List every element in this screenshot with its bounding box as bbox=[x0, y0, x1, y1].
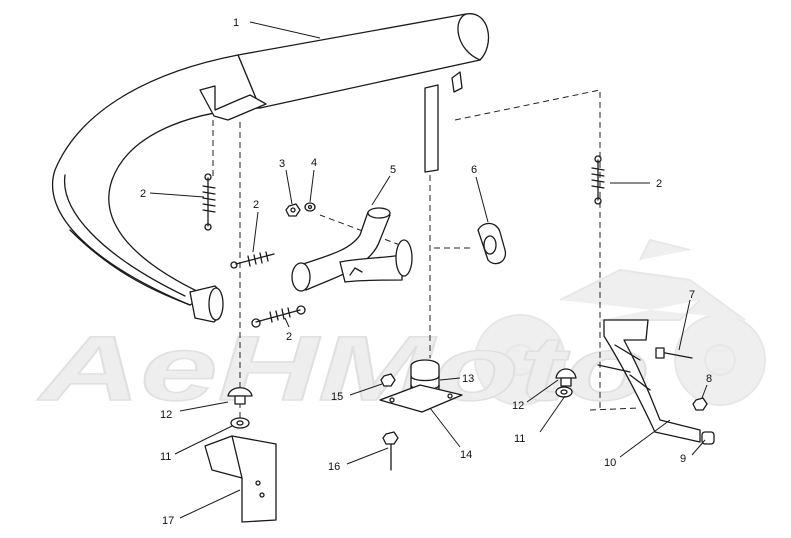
spring-right bbox=[591, 155, 605, 205]
bracket-right bbox=[597, 319, 701, 443]
spring-lower bbox=[251, 305, 306, 328]
callout-13: 13 bbox=[462, 373, 474, 385]
callout-2: 2 bbox=[286, 331, 292, 343]
callout-8: 8 bbox=[706, 373, 712, 385]
callout-10: 10 bbox=[604, 457, 616, 469]
watermark-motorcycle-icon bbox=[474, 238, 766, 406]
washer-right bbox=[555, 386, 573, 398]
callout-4: 4 bbox=[311, 157, 317, 169]
callout-3: 3 bbox=[279, 158, 285, 170]
callout-6: 6 bbox=[471, 164, 477, 176]
callout-15: 15 bbox=[331, 391, 343, 403]
callout-11: 11 bbox=[514, 433, 525, 445]
assembly-lines bbox=[212, 89, 641, 420]
callout-1: 1 bbox=[233, 17, 239, 29]
callout-2: 2 bbox=[656, 178, 662, 190]
washer-left bbox=[230, 417, 250, 429]
callout-9: 9 bbox=[680, 453, 686, 465]
gasket bbox=[477, 222, 507, 265]
callout-14: 14 bbox=[460, 449, 472, 461]
leader-lines bbox=[149, 21, 708, 519]
watermark-text: AeHMoto bbox=[37, 318, 650, 420]
callout-2: 2 bbox=[140, 188, 146, 200]
callouts: 1 2 2 2 2 3 4 5 6 7 8 9 10 11 11 12 12 1… bbox=[140, 17, 712, 527]
callout-5: 5 bbox=[390, 164, 396, 176]
callout-2: 2 bbox=[253, 199, 259, 211]
y-pipe bbox=[291, 207, 413, 292]
callout-17: 17 bbox=[162, 515, 174, 527]
callout-16: 16 bbox=[328, 461, 340, 473]
bolt-right bbox=[655, 347, 693, 359]
bracket-left bbox=[204, 435, 277, 523]
washer bbox=[304, 202, 316, 212]
mount-nut bbox=[380, 373, 396, 387]
callout-12: 12 bbox=[512, 400, 524, 412]
nut-right bbox=[692, 397, 708, 411]
muffler bbox=[52, 13, 490, 323]
watermark: AeHMoto bbox=[36, 238, 766, 421]
spring-left bbox=[202, 173, 216, 231]
callout-12: 12 bbox=[160, 409, 172, 421]
grommet-right bbox=[555, 368, 577, 387]
spring-middle bbox=[230, 251, 275, 269]
mount-plate bbox=[379, 384, 463, 413]
callout-7: 7 bbox=[689, 289, 695, 301]
grommet-left bbox=[227, 387, 253, 405]
callout-11: 11 bbox=[160, 451, 171, 463]
spacer-right bbox=[701, 431, 715, 445]
nut bbox=[285, 203, 301, 217]
mount-bolt bbox=[382, 431, 399, 471]
